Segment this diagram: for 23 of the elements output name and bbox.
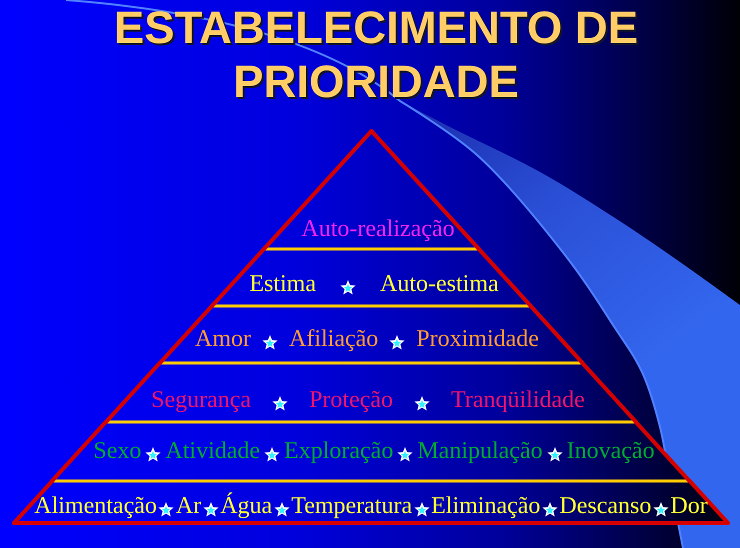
need-label: Manipulação (417, 437, 543, 465)
need-label: Afiliação (289, 325, 378, 353)
need-label: Amor (195, 325, 251, 353)
pyramid-level (10, 481, 732, 526)
need-label: Água (220, 492, 272, 520)
need-label: Auto-realização (301, 215, 455, 243)
need-label: Temperatura (291, 492, 412, 520)
need-label: Alimentação (34, 492, 157, 520)
slide-title: ESTABELECIMENTO DE PRIORIDADE (112, 1, 640, 109)
need-label: Exploração (284, 437, 394, 465)
need-label: Segurança (151, 386, 252, 414)
need-label: Descanso (559, 492, 652, 520)
need-label: Ar (176, 492, 202, 520)
need-label: Inovação (566, 437, 655, 465)
need-label: Proteção (309, 386, 394, 414)
need-label: Sexo (93, 437, 142, 465)
need-label: Estima (249, 270, 316, 298)
need-label: Eliminação (431, 492, 540, 520)
need-label: Atividade (165, 437, 260, 465)
need-label: Tranqüilidade (451, 386, 585, 414)
need-label: Dor (670, 492, 708, 520)
need-label: Auto-estima (380, 270, 499, 298)
need-label: Proximidade (416, 325, 539, 353)
